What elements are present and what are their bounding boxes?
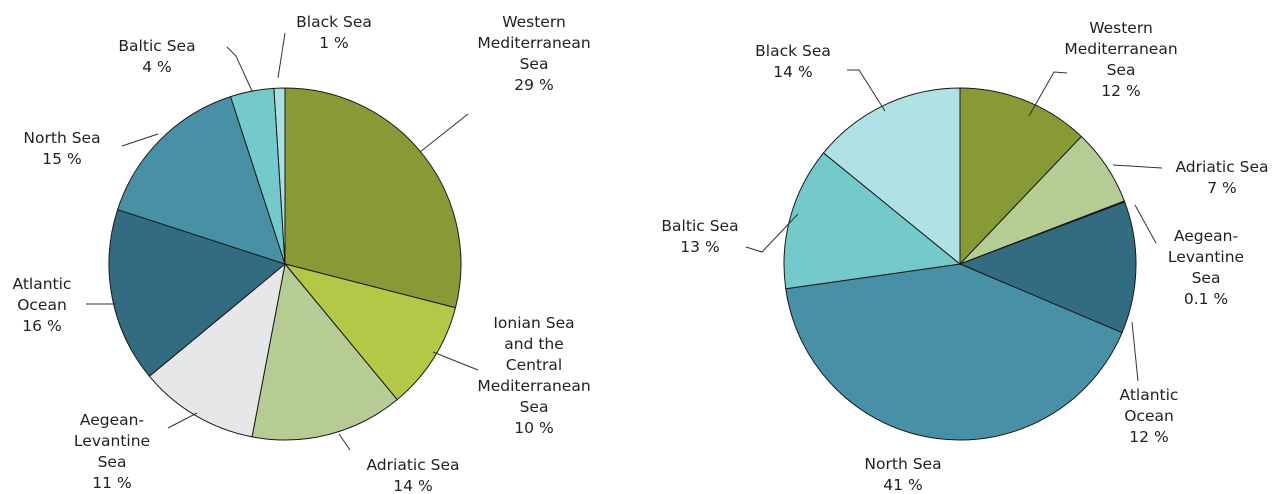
- right-leader-line-black-sea: [847, 69, 886, 112]
- right-pie-slice-north-sea: [785, 263, 1123, 441]
- right-slice-label-north-sea: North Sea 41 %: [864, 455, 941, 494]
- left-slice-label-line: 15 %: [42, 150, 81, 168]
- left-leader-line-black-sea: [277, 32, 286, 79]
- left-slice-label-line: Aegean-: [80, 411, 144, 429]
- left-leader-line-western-mediterranean-sea: [419, 113, 469, 153]
- right-leader-line-aegean-levantine-sea: [1134, 204, 1157, 244]
- left-pie-slice-black-sea: [273, 87, 286, 265]
- right-slice-label-line: Adriatic Sea: [1175, 158, 1268, 176]
- right-pie-slice-baltic-sea: [783, 152, 962, 290]
- right-slice-label-baltic-sea: Baltic Sea 13 %: [661, 217, 738, 256]
- left-pie-slice-ionian-sea-and-the-central-mediterranean-sea: [283, 263, 457, 401]
- left-slice-label-line: 29 %: [514, 76, 553, 94]
- left-slice-label-adriatic-sea: Adriatic Sea 14 %: [366, 456, 459, 494]
- right-slice-label-line: 0.1 %: [1184, 290, 1228, 308]
- left-leader-line-aegean-levantine-sea: [167, 412, 198, 429]
- left-slice-label-line: Baltic Sea: [118, 37, 195, 55]
- right-slice-label-line: 12 %: [1129, 428, 1168, 446]
- right-slice-label-line: Atlantic: [1120, 386, 1179, 404]
- right-leader-line-atlantic-ocean: [1131, 321, 1139, 382]
- right-slice-label-line: Baltic Sea: [661, 217, 738, 235]
- left-slice-label-north-sea: North Sea 15 %: [23, 129, 100, 168]
- left-slice-label-line: Mediterranean: [477, 377, 590, 395]
- left-slice-label-line: and the: [504, 335, 564, 353]
- left-slice-label-line: 14 %: [393, 477, 432, 494]
- left-pie-slice-western-mediterranean-sea: [284, 87, 462, 309]
- left-slice-label-line: 11 %: [92, 474, 131, 492]
- left-slice-label-line: Sea: [98, 453, 127, 471]
- right-slice-label-line: Mediterranean: [1064, 40, 1177, 58]
- right-slice-label-adriatic-sea: Adriatic Sea 7 %: [1175, 158, 1268, 197]
- left-slice-label-line: Western: [502, 13, 566, 31]
- right-slice-label-line: North Sea: [864, 455, 941, 473]
- left-slice-label-line: Sea: [520, 55, 549, 73]
- right-leader-line-adriatic-sea: [1112, 164, 1163, 169]
- left-pie-slice-aegean-levantine-sea: [148, 262, 286, 438]
- right-slice-label-line: 14 %: [773, 63, 812, 81]
- right-slice-label-line: Western: [1089, 19, 1153, 37]
- right-slice-label-line: Aegean-: [1174, 227, 1238, 245]
- left-slice-label-line: 16 %: [22, 317, 61, 335]
- left-slice-label-line: Atlantic: [13, 275, 72, 293]
- left-slice-label-line: Levantine: [74, 432, 150, 450]
- right-slice-label-line: Sea: [1107, 61, 1136, 79]
- left-slice-label-line: Mediterranean: [477, 34, 590, 52]
- left-slice-label-line: Ionian Sea: [493, 314, 574, 332]
- right-pie-slice-atlantic-ocean: [958, 201, 1137, 334]
- left-pie-slice-north-sea: [116, 95, 286, 265]
- right-leader-line-western-mediterranean-sea: [1028, 71, 1068, 117]
- left-slice-label-line: 1 %: [319, 34, 349, 52]
- right-slice-label-line: 7 %: [1207, 179, 1237, 197]
- left-leader-line-baltic-sea: [226, 46, 253, 92]
- left-leader-line-adriatic-sea: [338, 433, 351, 451]
- left-slice-label-line: Black Sea: [296, 13, 372, 31]
- right-slice-label-line: 41 %: [883, 476, 922, 494]
- right-slice-label-line: Levantine: [1168, 248, 1244, 266]
- right-leader-line-baltic-sea: [745, 213, 799, 253]
- right-pie-slice-western-mediterranean-sea: [959, 87, 1083, 266]
- left-leader-line-north-sea: [121, 133, 159, 147]
- right-slice-label-line: Black Sea: [755, 42, 831, 60]
- right-slice-label-line: 12 %: [1101, 82, 1140, 100]
- left-slice-label-line: North Sea: [23, 129, 100, 147]
- right-slice-label-line: 13 %: [680, 238, 719, 256]
- right-slice-label-line: Ocean: [1124, 407, 1174, 425]
- left-slice-label-line: Central: [506, 356, 562, 374]
- left-pie-slice-adriatic-sea: [251, 262, 398, 441]
- left-slice-label-line: Ocean: [17, 296, 67, 314]
- left-slice-label-black-sea: Black Sea 1 %: [296, 13, 372, 52]
- left-pie-slice-atlantic-ocean: [108, 208, 287, 377]
- right-slice-label-black-sea: Black Sea 14 %: [755, 42, 831, 81]
- left-slice-label-line: 4 %: [142, 58, 172, 76]
- right-slice-label-line: Sea: [1192, 269, 1221, 287]
- right-pie-slice-black-sea: [822, 87, 961, 266]
- left-slice-label-line: 10 %: [514, 419, 553, 437]
- left-slice-label-line: Sea: [520, 398, 549, 416]
- left-leader-line-ionian-sea-and-the-central-mediterranean-sea: [432, 351, 479, 371]
- left-slice-label-line: Adriatic Sea: [366, 456, 459, 474]
- left-slice-label-baltic-sea: Baltic Sea 4 %: [118, 37, 195, 76]
